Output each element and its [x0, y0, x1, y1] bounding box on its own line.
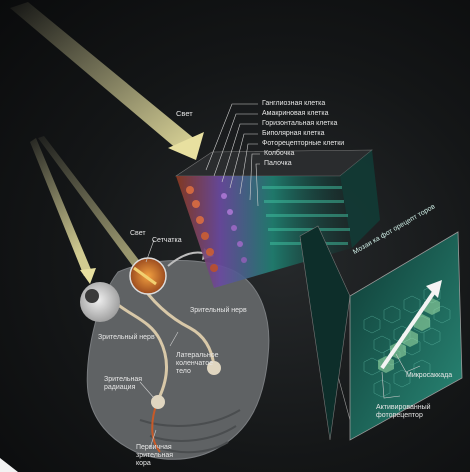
microsaccade-arrow [380, 290, 436, 370]
light-beam-top-arrow [168, 132, 204, 160]
label-activated-photoreceptor: Активированный фоторецептор [376, 404, 431, 419]
label-optic-nerve-left: Зрительный нерв [98, 334, 155, 341]
light-beam-left-arrow [80, 268, 96, 284]
layer-leader-lines [205, 103, 260, 207]
label-optic-nerve-right: Зрительный нерв [190, 307, 247, 314]
layer-label-cone: Колбочка [264, 150, 295, 157]
label-radiation: Зрительная радиация [104, 376, 143, 391]
layer-label-ganglion: Ганглиозная клетка [262, 100, 326, 107]
lgn-node-left [151, 395, 165, 409]
layer-label-horizontal: Горизонтальная клетка [262, 120, 338, 127]
label-lgn: Латеральное коленчатое тело [176, 352, 219, 375]
light-beam-left [30, 138, 92, 276]
pathway-leaders [139, 239, 179, 449]
label-light-top: Свет [176, 109, 193, 118]
mosaic-panel-side [299, 225, 351, 441]
label-microsaccade: Микросаккада [406, 372, 453, 379]
layer-label-bipolar: Биполярная клетка [262, 130, 325, 137]
layer-label-amacrine: Амакриновая клетка [262, 110, 329, 117]
lgn-node [207, 361, 221, 375]
retina-block-side [340, 150, 380, 248]
layer-label-rod: Палочка [264, 160, 292, 167]
light-beam-left-2 [38, 136, 148, 276]
eye-left [80, 282, 120, 322]
eye-retina-highlight [129, 257, 167, 295]
mosaic-leaders [381, 353, 421, 399]
label-cortex: Первичная зрительная кора [136, 444, 174, 467]
layer-label-photoreceptors: Фоторецепторные клетки [262, 140, 345, 147]
label-retina: Сетчатка [152, 237, 182, 244]
label-light-eye: Свет [130, 230, 146, 237]
optic-pathway [111, 298, 169, 401]
light-beam-top [10, 2, 196, 150]
